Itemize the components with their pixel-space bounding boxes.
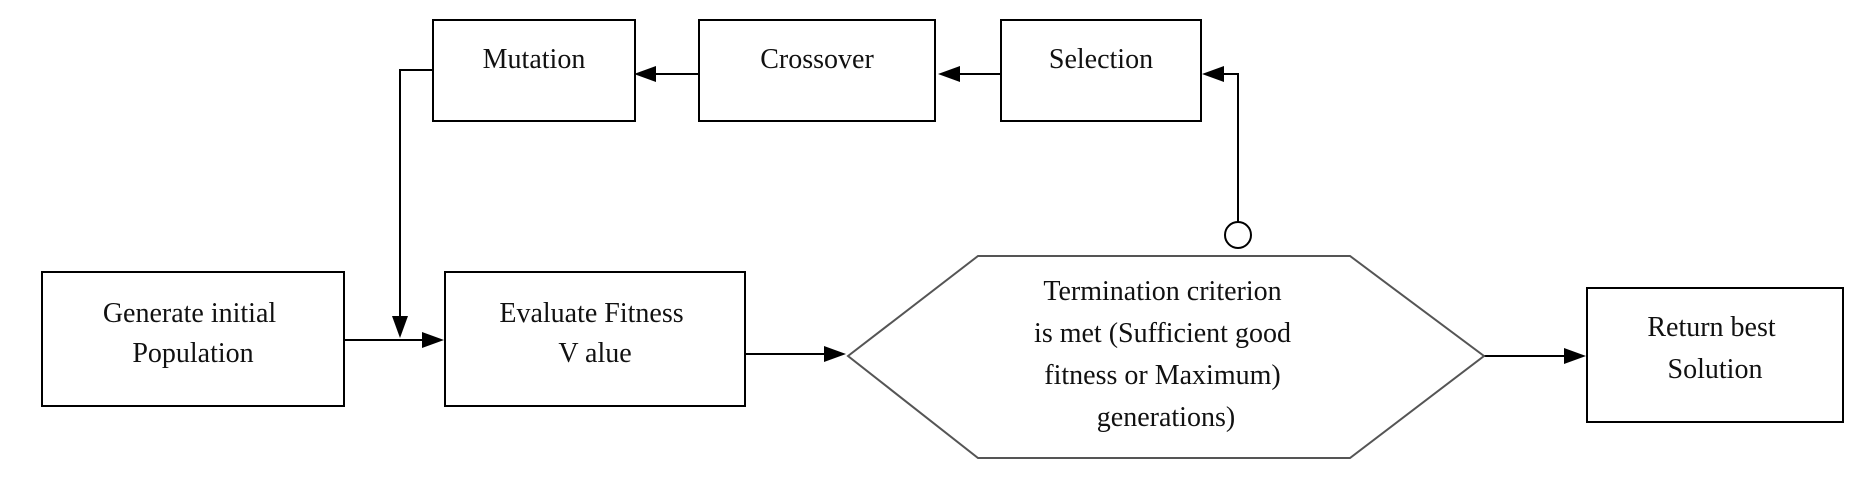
node-selection: Selection xyxy=(1000,19,1202,122)
node-return-best-solution: Return best Solution xyxy=(1586,287,1844,423)
arrowhead-mutation xyxy=(634,66,656,82)
arrowhead-return xyxy=(1564,348,1586,364)
arrowhead-evaluate-top xyxy=(392,316,408,338)
mutation-label: Mutation xyxy=(483,44,586,75)
node-termination-criterion: Termination criterion is met (Sufficient… xyxy=(846,255,1486,459)
return-label: Return best Solution xyxy=(1647,312,1782,385)
node-crossover: Crossover xyxy=(698,19,936,122)
evaluate-label: Evaluate Fitness V alue xyxy=(499,298,690,369)
arrowhead-crossover xyxy=(938,66,960,82)
arrowhead-termination xyxy=(824,346,846,362)
connectors xyxy=(344,66,1586,364)
negation-circle xyxy=(1224,221,1252,249)
termination-label: Termination criterion is met (Sufficient… xyxy=(1034,276,1298,433)
node-generate-population: Generate initial Population xyxy=(41,271,345,407)
generate-label: Generate initial Population xyxy=(103,298,283,369)
arrowhead-evaluate-left xyxy=(422,332,444,348)
node-evaluate-fitness: Evaluate Fitness V alue xyxy=(444,271,746,407)
selection-label: Selection xyxy=(1049,44,1153,75)
node-mutation: Mutation xyxy=(432,19,636,122)
arrowhead-selection xyxy=(1202,66,1224,82)
arrow-termination-to-selection xyxy=(1222,73,1239,222)
crossover-label: Crossover xyxy=(760,44,874,75)
arrow-mutation-to-evaluate xyxy=(399,69,432,318)
